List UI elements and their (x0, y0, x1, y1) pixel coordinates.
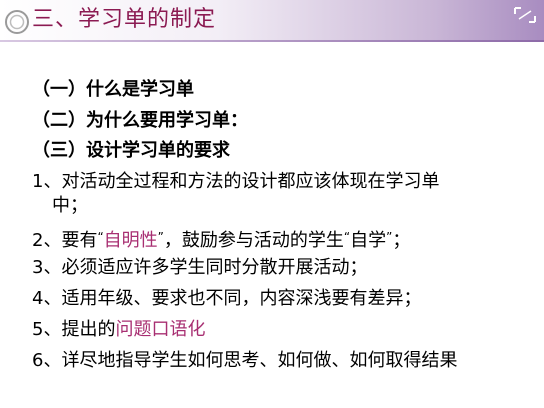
requirement-1-continuation: 中； (52, 195, 88, 216)
item-why-use: （二）为什么要用学习单： (32, 110, 248, 131)
title-banner (0, 0, 544, 42)
slide-title: 三、学习单的制定 (32, 7, 217, 32)
open-quote-2: “ (343, 230, 351, 244)
requirement-5: 5、提出的问题口语化 (32, 318, 205, 342)
bracket-icon (514, 7, 536, 23)
requirement-3: 3、必须适应许多学生同时分散开展活动； (32, 257, 368, 278)
item-requirements: （三）设计学习单的要求 (32, 140, 230, 161)
self-study-quote: 自学 (350, 230, 387, 251)
circle-bullet-icon (5, 10, 29, 34)
close-quote: ” (157, 230, 164, 244)
requirement-5-prefix: 5、提出的 (32, 319, 116, 340)
requirement-2-middle: ，鼓励参与活动的学生 (163, 230, 344, 251)
highlight-self-explanatory: 自明性 (103, 230, 158, 251)
item-what-is: （一）什么是学习单 (32, 79, 194, 100)
close-quote-2: ” (386, 230, 393, 244)
title-underline (0, 40, 544, 42)
requirement-2-prefix: 2、要有 (32, 230, 98, 251)
requirement-2: 2、要有“自明性”，鼓励参与活动的学生“自学”； (32, 225, 410, 253)
open-quote: “ (97, 230, 104, 244)
requirement-2-suffix: ； (392, 230, 411, 251)
requirement-6: 6、详尽地指导学生如何思考、如何做、如何取得结果 (32, 350, 458, 371)
requirement-4: 4、适用年级、要求也不同，内容深浅要有差异； (32, 288, 422, 309)
requirement-1: 1、对活动全过程和方法的设计都应该体现在学习单 (32, 171, 440, 192)
highlight-colloquial-questions: 问题口语化 (115, 319, 206, 340)
